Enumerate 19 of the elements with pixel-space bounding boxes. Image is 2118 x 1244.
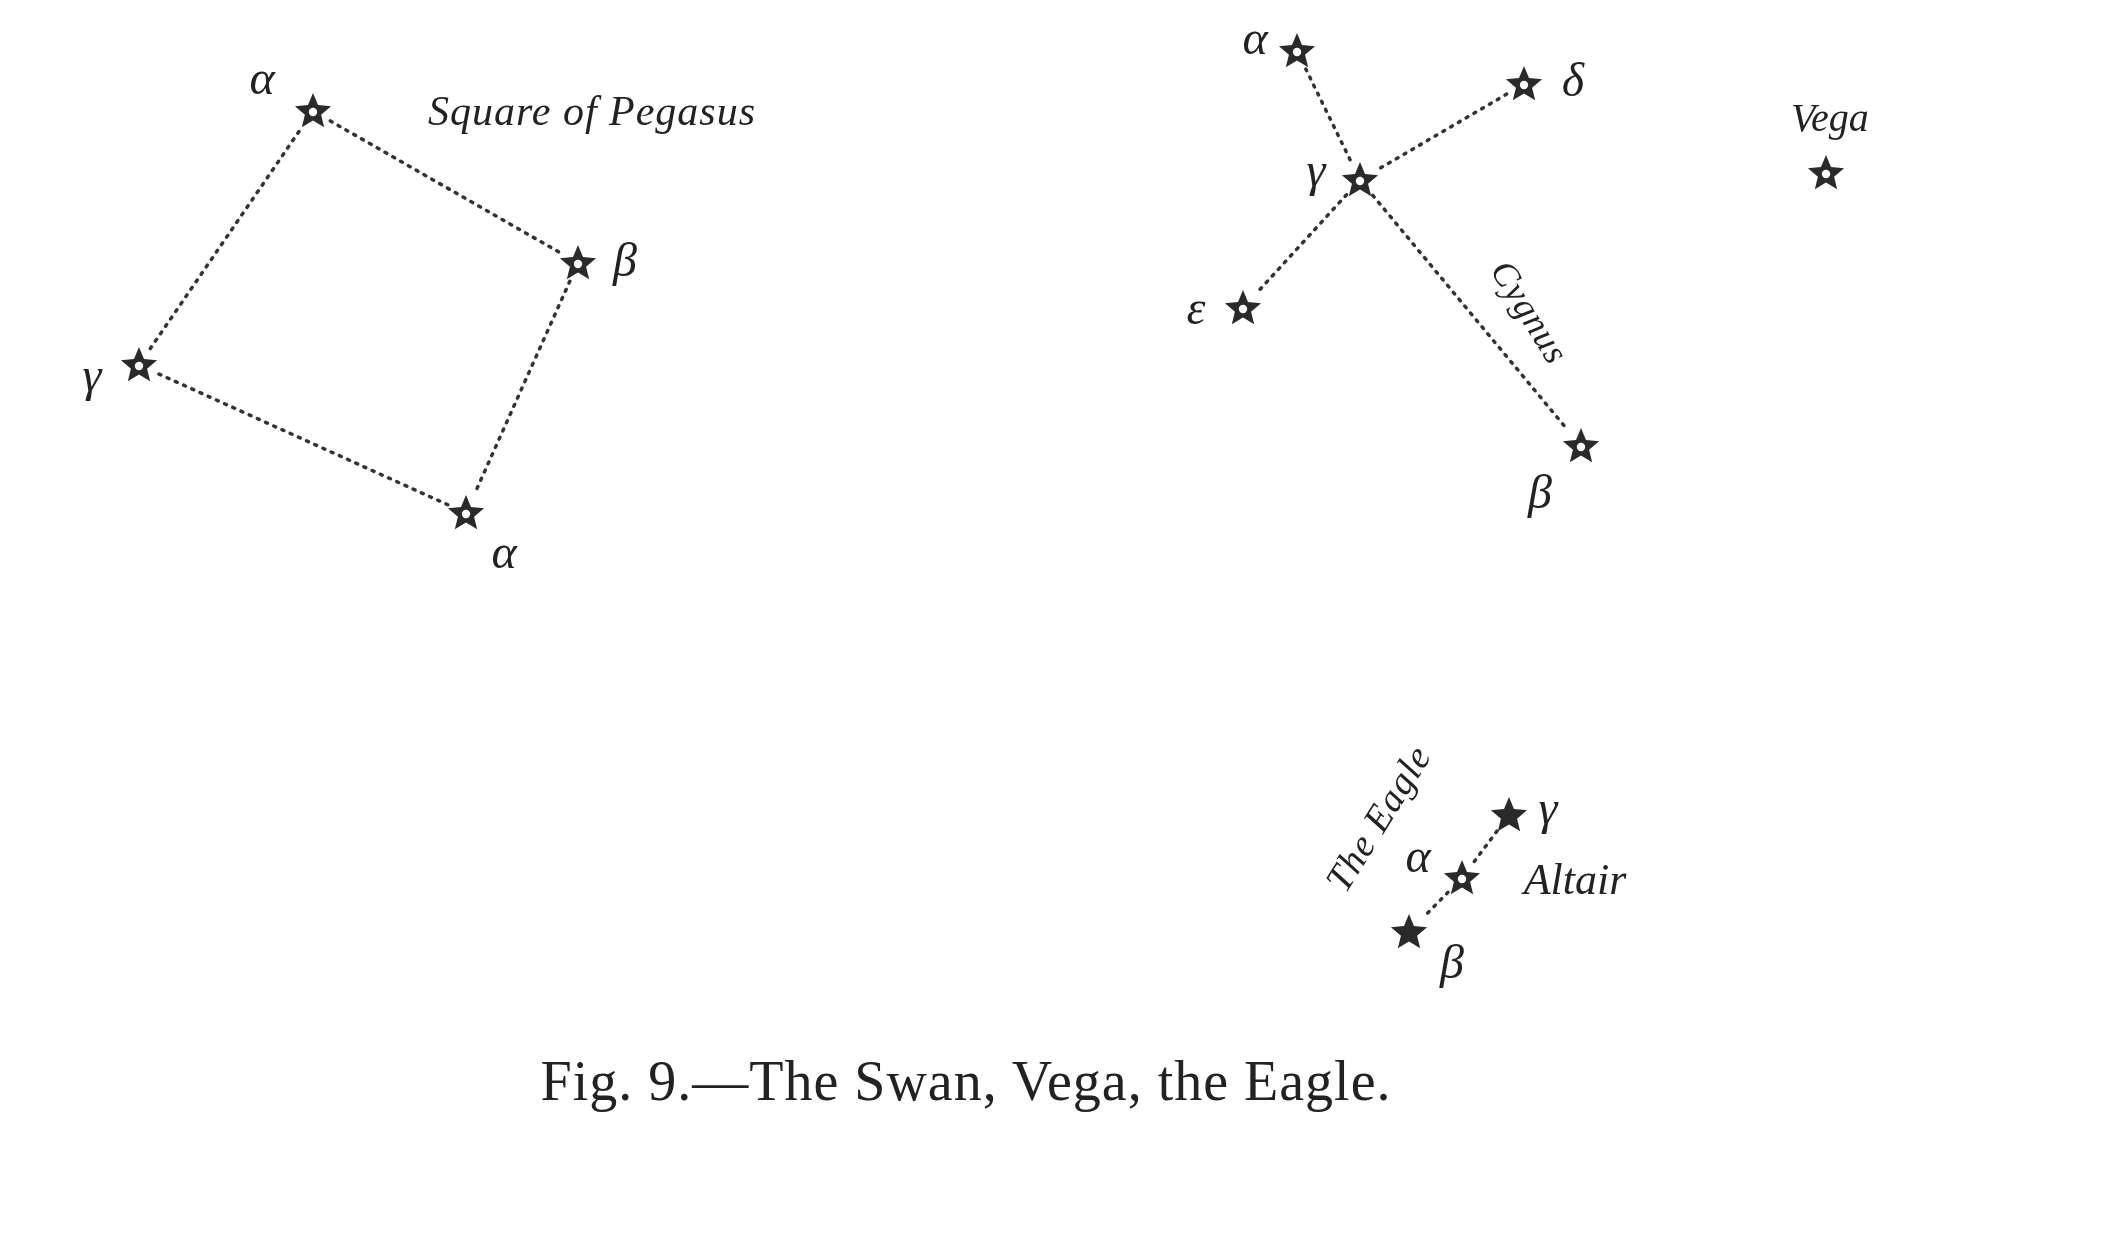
dotted-line	[155, 371, 450, 507]
greek-letter-label: γ	[1306, 146, 1326, 194]
greek-letter-label: β	[1528, 468, 1552, 516]
dotted-line	[328, 119, 563, 255]
dotted-line	[1304, 67, 1353, 164]
greek-letter-label: β	[1440, 938, 1464, 986]
greek-letter-label: α	[249, 54, 275, 102]
greek-letter-label: α	[1242, 14, 1268, 62]
greek-letter-label: α	[491, 528, 517, 576]
greek-letter-label: γ	[82, 351, 102, 399]
constellation-label: Square of Pegasus	[427, 90, 757, 132]
star-name-label: Vega	[1791, 98, 1869, 138]
greek-letter-label: α	[1405, 832, 1431, 880]
greek-letter-label: ε	[1186, 284, 1206, 332]
dotted-line	[1472, 829, 1499, 864]
star-name-label: Altair	[1523, 858, 1627, 902]
greek-letter-label: δ	[1561, 56, 1585, 104]
greek-letter-label: β	[613, 236, 637, 284]
greek-letter-label: γ	[1538, 784, 1558, 832]
